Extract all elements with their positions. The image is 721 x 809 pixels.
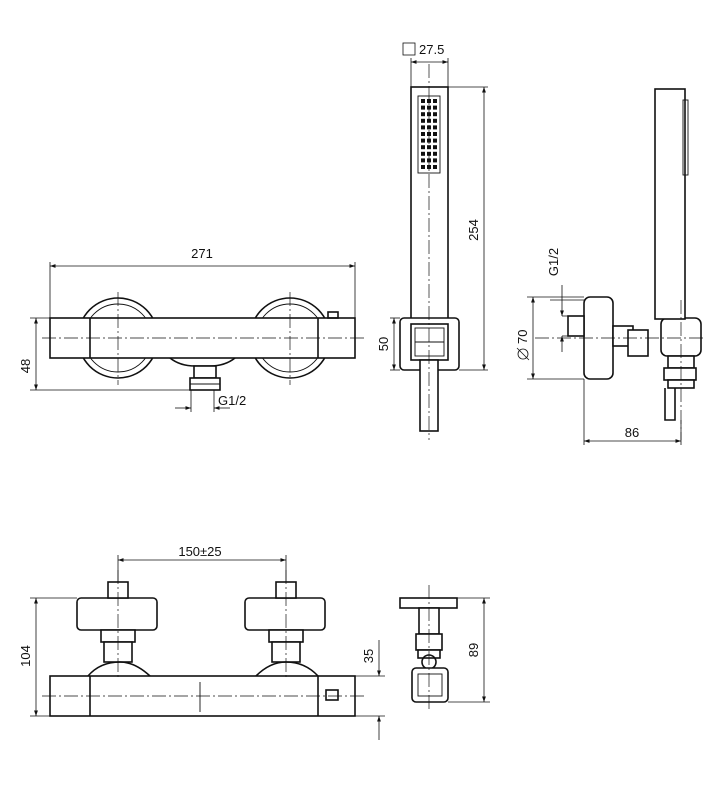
dim-body-height: 48	[18, 317, 190, 391]
spray-nozzle	[427, 105, 431, 110]
spray-nozzle	[421, 132, 425, 136]
right-handle	[244, 597, 326, 631]
spray-nozzle	[421, 118, 425, 123]
label-inlet-thread: G1/2	[218, 393, 246, 408]
spray-nozzle	[433, 165, 437, 169]
label-holder-depth: 89	[466, 643, 481, 657]
spray-nozzle	[421, 145, 425, 150]
handshower-side	[654, 88, 686, 320]
label-inlet-spacing: 150±25	[178, 544, 221, 559]
spray-nozzle	[433, 105, 437, 110]
spray-nozzle	[421, 151, 425, 156]
label-holder-height: 50	[376, 337, 391, 351]
spray-nozzle	[433, 158, 437, 163]
label-body-height: 48	[18, 359, 33, 373]
dim-projection: 86	[583, 379, 682, 445]
spray-nozzle	[433, 118, 437, 123]
spray-nozzle	[433, 151, 437, 156]
dim-handshower-section: 27.5	[402, 42, 449, 87]
square-section-icon	[402, 42, 416, 56]
spray-nozzle	[433, 132, 437, 136]
spray-nozzle	[433, 145, 437, 150]
handshower-front-view	[399, 64, 460, 440]
dim-handshower-length: 254	[448, 86, 488, 371]
label-body-to-axis: 35	[361, 649, 376, 663]
dim-holder-depth: 89	[448, 597, 490, 703]
side-view	[535, 88, 705, 440]
handshower-body	[410, 86, 449, 334]
left-handle	[76, 597, 158, 631]
spray-nozzle	[421, 125, 425, 130]
mixer-top-view	[42, 570, 365, 717]
label-rosette-diameter: 70	[515, 330, 530, 344]
spray-nozzle	[427, 99, 431, 103]
spray-nozzle	[433, 138, 437, 143]
dim-inlet-spacing: 150±25	[117, 544, 287, 582]
label-total-width: 271	[191, 246, 213, 261]
holder-cradle	[411, 667, 449, 703]
label-handshower-section: 27.5	[419, 42, 444, 57]
spray-nozzle	[427, 125, 431, 130]
diameter-icon	[517, 348, 529, 360]
dim-side-inlet-thread: G1/2	[546, 248, 584, 352]
spray-nozzle	[421, 105, 425, 110]
spray-nozzle	[421, 112, 425, 117]
label-total-height: 104	[18, 645, 33, 667]
spray-nozzle	[433, 125, 437, 130]
spray-nozzle	[421, 138, 425, 143]
dim-inlet-thread: G1/2	[175, 390, 246, 412]
mixer-front-view	[42, 292, 365, 391]
spray-nozzle	[427, 165, 431, 169]
label-handshower-length: 254	[466, 219, 481, 241]
spray-nozzle	[433, 99, 437, 103]
dim-rosette-diameter: 70	[515, 296, 584, 380]
dim-total-height: 104	[18, 597, 77, 717]
holder-side-view	[399, 585, 458, 712]
dim-total-width: 271	[49, 246, 356, 318]
spray-nozzle	[421, 158, 425, 163]
dim-body-to-axis: 35	[355, 640, 385, 740]
holder-wall-plate	[399, 597, 458, 609]
spray-nozzle	[421, 99, 425, 103]
spray-nozzle	[421, 165, 425, 169]
label-side-inlet-thread: G1/2	[546, 248, 561, 276]
label-projection: 86	[625, 425, 639, 440]
dim-holder-height: 50	[376, 317, 400, 371]
spray-nozzle	[433, 112, 437, 117]
